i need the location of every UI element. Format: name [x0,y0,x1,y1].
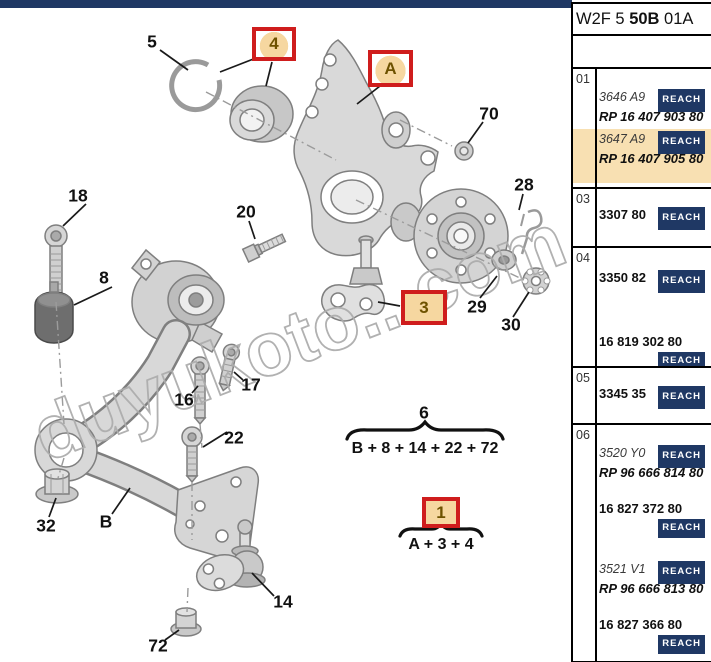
callout-3[interactable]: 3 [401,290,447,325]
watermark: duyukoto...com [22,197,573,478]
castle-nut-part [521,267,551,295]
reach-badge[interactable]: REACH [658,352,705,366]
part-ref: 16 827 366 80 [599,617,683,632]
top-navy-bar [0,0,572,8]
column-divider [595,425,597,661]
callout-20: 20 [236,201,256,222]
callout-16: 16 [174,389,194,410]
callout-29: 29 [467,296,487,317]
group-formula-1: A + 3 + 4 [408,536,474,553]
snap-ring-part [169,59,223,113]
callout-14: 14 [273,591,293,612]
control-arm-part [34,248,260,560]
row-number: 05 [576,371,590,385]
callout-4[interactable]: 4 [252,27,296,61]
part-ref: 3345 35 [599,386,646,401]
part-ref: 3646 A9 [599,90,646,104]
table-spacer-row [573,36,711,69]
reach-badge[interactable]: REACH [658,519,705,538]
callout-72: 72 [148,635,168,656]
screw-17-part [218,343,241,392]
bearing-part [229,85,294,143]
column-divider [595,189,597,246]
reach-badge[interactable]: REACH [658,635,705,654]
nut-32-part [35,468,79,504]
row-number: 03 [576,192,590,206]
screw-16-part [190,356,210,426]
cotter-pin-part [520,209,543,255]
reach-badge[interactable]: REACH [658,131,705,154]
callout-A[interactable]: A [368,50,413,87]
nut-70-part [454,141,474,161]
bushing-8-part [34,281,74,344]
header-prefix: W2F 5 [576,10,630,28]
callout-1[interactable]: 1 [422,497,460,528]
callout-B: B [99,511,113,532]
row-number: 04 [576,251,590,265]
reach-badge[interactable]: REACH [658,89,705,112]
part-ref: 3307 80 [599,207,646,222]
table-header: W2F 5 50B 01A [573,4,711,36]
part-ref: 3520 Y0 [599,446,646,460]
callout-22: 22 [224,427,244,448]
row-number: 01 [576,72,590,86]
callout-5: 5 [147,31,157,52]
screw-22-part [181,426,203,484]
row-number: 06 [576,428,590,442]
part-ref: RP 96 666 814 80 [599,465,704,480]
exploded-diagram: duyukoto...com [21,27,573,656]
callout-8: 8 [99,267,109,288]
assembly-axes [55,91,525,613]
part-ref: 16 827 372 80 [599,501,683,516]
reach-badge[interactable]: REACH [658,386,705,409]
header-bold: 50B [629,10,660,28]
callout-32: 32 [36,515,56,536]
leader-lines [48,49,530,641]
part-ref: RP 16 407 905 80 [599,151,704,166]
table-section-05: 05 3345 35 REACH [573,368,711,425]
ball-joint-14-part [195,519,266,592]
column-divider [595,248,597,366]
reach-badge[interactable]: REACH [658,445,705,468]
reach-badge[interactable]: REACH [658,561,705,584]
part-ref: 3521 V1 [599,562,646,576]
callout-70: 70 [479,103,499,124]
header-suffix: 01A [659,10,694,28]
callout-6: 6 [419,402,429,423]
callout-17: 17 [241,374,261,395]
group-formula-6: B + 8 + 14 + 22 + 72 [351,440,499,457]
table-section-04: 04 3350 82 REACH 16 819 302 80 REACH [573,248,711,368]
wheel-hub-part [390,188,509,284]
diagram-art: duyukoto...com [21,39,573,641]
reach-badge[interactable]: REACH [658,207,705,230]
bolt-20-part [241,233,287,263]
table-section-03: 03 3307 80 REACH [573,189,711,248]
part-ref: 3647 A9 [599,132,646,146]
reach-badge[interactable]: REACH [658,270,705,293]
part-ref: RP 16 407 903 80 [599,109,704,124]
part-ref: RP 96 666 813 80 [599,581,704,596]
callout-28: 28 [514,174,534,195]
nut-72-part [170,607,202,637]
column-divider [595,368,597,423]
callout-18: 18 [68,185,88,206]
hub-nut-part [491,249,517,271]
part-ref: 16 819 302 80 [599,334,683,349]
callout-30: 30 [501,314,521,335]
part-ref: 3350 82 [599,270,646,285]
column-divider [595,69,597,187]
ball-joint-bracket-part [321,235,386,322]
